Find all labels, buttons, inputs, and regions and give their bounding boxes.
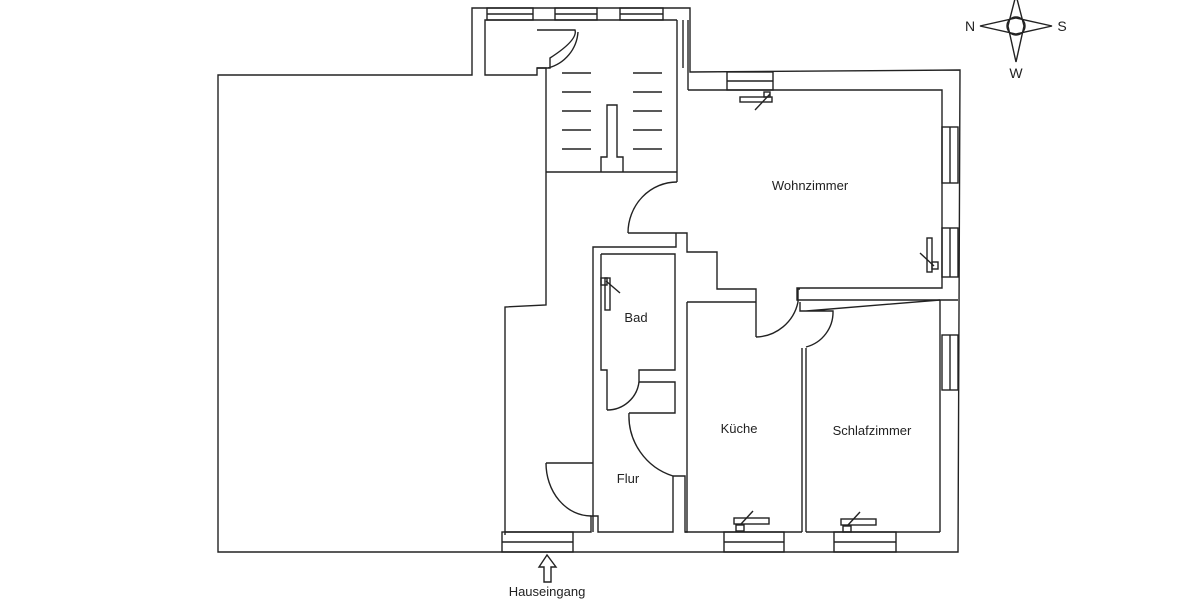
wall-kueche — [505, 475, 940, 533]
door-kueche-flur — [628, 412, 674, 477]
door-bad — [606, 381, 640, 411]
door-wohnzimmer — [627, 181, 678, 234]
compass-north: N — [965, 18, 975, 34]
room-label-kueche: Küche — [721, 421, 758, 436]
room-label-flur: Flur — [617, 471, 640, 486]
entrance-arrow-icon — [537, 553, 558, 583]
door-kueche-wohnzimmer — [755, 301, 799, 338]
entrance-label: Hauseingang — [509, 584, 586, 599]
wall-central — [592, 232, 800, 532]
outer-wall — [217, 7, 961, 553]
compass-west: W — [1009, 65, 1023, 81]
wohnzimmer-windows — [726, 71, 959, 391]
inner-wall-left — [484, 19, 677, 535]
door-schlafzimmer — [799, 299, 941, 532]
room-label-wohnzimmer: Wohnzimmer — [772, 178, 849, 193]
door-storage-arc — [547, 31, 579, 69]
bottom-windows — [501, 531, 897, 553]
top-windows — [486, 7, 664, 21]
door-entrance — [545, 462, 592, 517]
wall-wohnzimmer — [688, 89, 958, 301]
wall-bad — [600, 253, 756, 533]
staircase — [546, 20, 689, 182]
door-storage — [537, 29, 576, 69]
room-label-schlafzimmer: Schlafzimmer — [833, 423, 912, 438]
radiator-icon — [600, 91, 939, 533]
room-label-bad: Bad — [624, 310, 647, 325]
compass-icon: N S W — [965, 0, 1067, 81]
compass-south: S — [1057, 18, 1066, 34]
